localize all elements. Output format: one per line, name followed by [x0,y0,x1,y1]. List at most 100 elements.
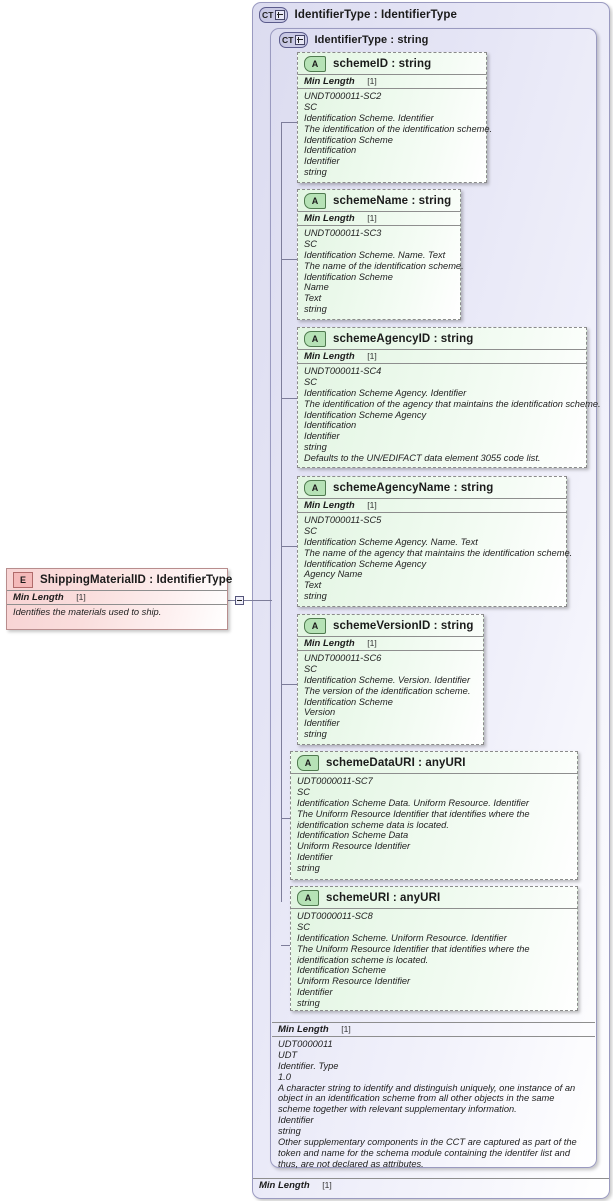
complex-type-icon[interactable]: CT [259,7,288,23]
attribute-title: schemeDataURI : anyURI [326,757,466,769]
attribute-title: schemeAgencyID : string [333,333,474,345]
outer-facet-wrap: Min Length [1] [253,1178,609,1192]
attribute-documentation: UDT0000011-SC8 SC Identification Scheme.… [291,908,577,1012]
doc-line: string [278,1126,301,1136]
element-shippingmaterialid[interactable]: E ShippingMaterialID : IdentifierType Mi… [6,568,232,630]
attribute-icon[interactable]: A [304,480,326,496]
attribute-icon[interactable]: A [297,755,319,771]
doc-line: The identification of the agency that ma… [304,398,601,409]
attribute-icon[interactable]: A [304,331,326,347]
attribute-header[interactable]: A schemeAgencyName : string [298,477,566,498]
doc-line: Identification Scheme Agency. Identifier [304,387,467,398]
complex-type-inner-header[interactable]: CT IdentifierType : string [271,29,596,50]
attribute-icon[interactable]: A [304,618,326,634]
inner-type-detail: Min Length [1] UDT0000011 UDT Identifier… [272,1022,595,1173]
doc-line: SC [304,376,317,387]
complex-type-icon[interactable]: CT [279,32,308,48]
doc-line: Identification Scheme. Version. Identifi… [304,674,471,685]
doc-line: Identifier [297,987,333,998]
attribute-title: schemeAgencyName : string [333,482,494,494]
element-min-length-row: Min Length [1] [7,590,227,604]
attribute-icon[interactable]: A [304,56,326,72]
connector-stub-schemename [281,259,297,260]
doc-line: string [304,729,327,740]
doc-line: Identifier. Type [278,1060,339,1071]
doc-line: Identifier [304,718,340,729]
attribute-schemedatauri[interactable]: A schemeDataURI : anyURI UDT0000011-SC7 … [290,751,578,880]
doc-line: string [304,167,327,178]
attribute-title: schemeID : string [333,58,432,70]
attribute-min-length-value: [1] [367,213,377,223]
doc-line: UNDT000011-SC5 [304,515,382,525]
doc-line: Defaults to the UN/EDIFACT data element … [304,453,541,463]
attribute-min-length-value: [1] [367,500,377,510]
inner-min-length-label: Min Length [278,1024,329,1035]
attribute-schemeuri[interactable]: A schemeURI : anyURI UDT0000011-SC8 SC I… [290,886,578,1011]
doc-line: SC [304,101,317,112]
attribute-title: schemeURI : anyURI [326,892,441,904]
connector-spine [281,122,282,902]
doc-line: Name [304,282,329,293]
doc-line: string [304,591,327,602]
doc-line: UDT0000011-SC7 [297,776,373,786]
attribute-schemename[interactable]: A schemeName : string Min Length [1] UND… [297,189,464,320]
doc-line: Uniform Resource Identifier [297,841,411,852]
attribute-schemeagencyname[interactable]: A schemeAgencyName : string Min Length [… [297,476,573,607]
doc-line: UDT0000011-SC8 [297,911,373,921]
doc-line: The identification of the identification… [304,123,493,134]
attribute-header[interactable]: A schemeID : string [298,53,486,74]
doc-line: Identification Scheme [304,271,393,282]
attribute-icon[interactable]: A [297,890,319,906]
attribute-schemeagencyid[interactable]: A schemeAgencyID : string Min Length [1]… [297,327,601,468]
attribute-min-length-row: Min Length [1] [298,498,566,512]
attribute-header[interactable]: A schemeVersionID : string [298,615,483,636]
element-documentation: Identifies the materials used to ship. [7,604,227,621]
doc-line: Identification Scheme Agency [304,558,427,569]
doc-line: Identification Scheme [304,134,393,145]
outer-min-length-label: Min Length [259,1180,310,1191]
doc-line: Identification [304,420,357,431]
attribute-header[interactable]: A schemeURI : anyURI [291,887,577,908]
doc-line: SC [297,786,310,797]
doc-line: The name of the identification scheme. [304,260,464,271]
inner-min-length-row: Min Length [1] [272,1022,595,1036]
attribute-title: schemeName : string [333,195,452,207]
doc-line: Identification Scheme Agency. Name. Text [304,536,478,547]
doc-line: The name of the agency that maintains th… [304,547,573,558]
attribute-schemeid[interactable]: A schemeID : string Min Length [1] UNDT0… [297,52,493,183]
attribute-min-length-row: Min Length [1] [298,74,486,88]
doc-line: Uniform Resource Identifier [297,976,411,987]
element-icon[interactable]: E [13,572,33,588]
connector-stub-schemeagencyname [281,546,297,547]
collapse-icon[interactable] [235,596,244,605]
attribute-header[interactable]: A schemeAgencyID : string [298,328,586,349]
doc-line: The Uniform Resource Identifier that ide… [297,808,530,830]
attribute-min-length-value: [1] [367,76,377,86]
complex-type-outer-header[interactable]: CT IdentifierType : IdentifierType [253,3,609,25]
attribute-min-length-label: Min Length [304,638,355,649]
doc-line: Identifier [304,156,340,167]
element-header[interactable]: E ShippingMaterialID : IdentifierType [7,569,232,590]
attribute-header[interactable]: A schemeName : string [298,190,460,211]
attribute-header[interactable]: A schemeDataURI : anyURI [291,752,577,773]
complex-type-outer-title: IdentifierType : IdentifierType [294,9,457,21]
connector-collapse-to-type [244,600,272,601]
attribute-min-length-label: Min Length [304,213,355,224]
doc-line: SC [297,921,310,932]
doc-line: Identification Scheme Agency [304,409,427,420]
doc-line: Identifier [297,852,333,863]
doc-line: Identification [304,145,357,156]
doc-line: Other supplementary components in the CC… [278,1136,577,1169]
attribute-icon[interactable]: A [304,193,326,209]
doc-line: SC [304,238,317,249]
attribute-schemeversionid[interactable]: A schemeVersionID : string Min Length [1… [297,614,484,745]
doc-line: Text [304,293,322,304]
doc-line: UDT [278,1049,298,1060]
doc-line: Identifier [278,1115,314,1126]
attribute-documentation: UNDT000011-SC6 SC Identification Scheme.… [298,650,483,743]
inner-min-length-value: [1] [341,1024,351,1034]
doc-line: string [304,304,327,315]
attribute-documentation: UNDT000011-SC3 SC Identification Scheme.… [298,225,464,318]
doc-line: UNDT000011-SC2 [304,91,382,101]
